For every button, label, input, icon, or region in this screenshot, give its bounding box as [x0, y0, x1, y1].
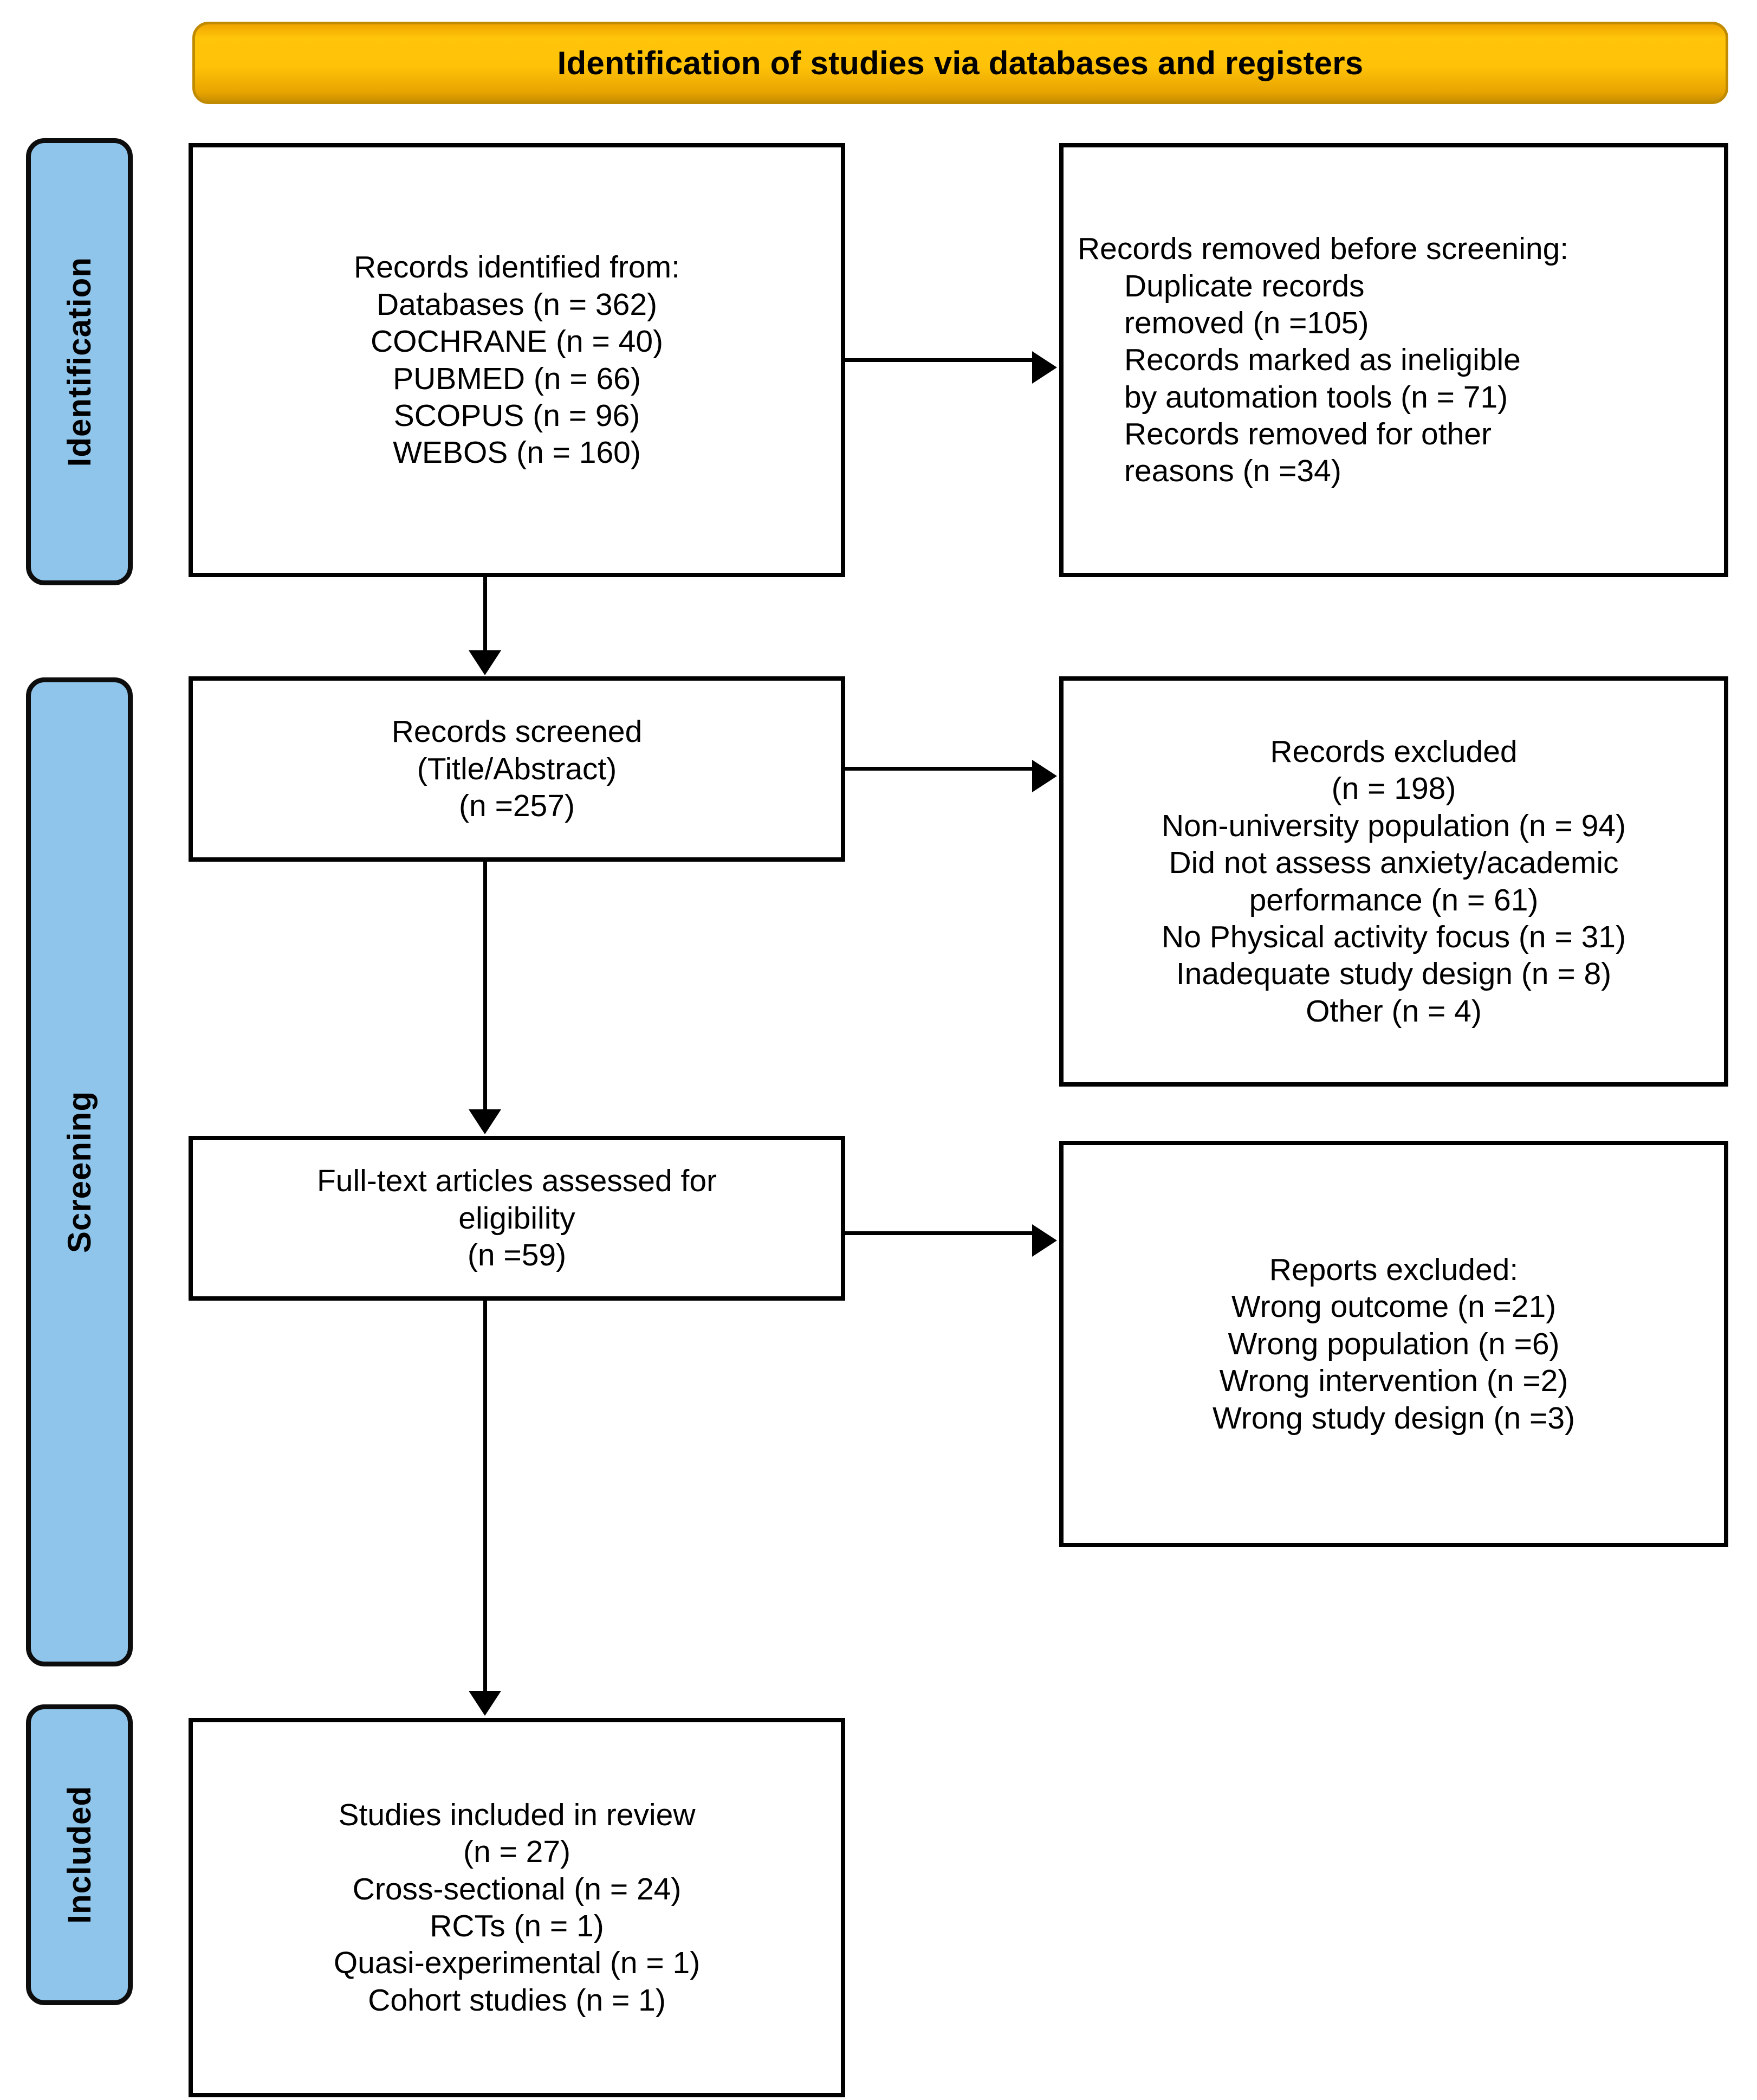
header-banner: Identification of studies via databases …	[192, 22, 1728, 104]
box-line: Other (n = 4)	[1306, 993, 1482, 1029]
box-line: Wrong study design (n =3)	[1212, 1400, 1576, 1436]
box-records-screened: Records screened (Title/Abstract) (n =25…	[189, 676, 845, 862]
box-line: Full-text articles assessed for	[316, 1164, 717, 1199]
arrow-down-icon	[469, 650, 501, 675]
box-line: eligibility	[458, 1200, 575, 1236]
box-line: performance (n = 61)	[1249, 882, 1539, 917]
box-line: Records screened	[391, 714, 643, 749]
arrow-down-icon	[469, 1691, 501, 1716]
box-line: (n =257)	[459, 789, 575, 824]
box-line: (n =59)	[467, 1238, 567, 1273]
connector-identified-to-screened	[483, 577, 487, 653]
box-reports-excluded: Reports excluded: Wrong outcome (n =21) …	[1059, 1141, 1728, 1547]
box-line: Inadequate study design (n = 8)	[1176, 957, 1612, 992]
box-line: COCHRANE (n = 40)	[370, 324, 664, 359]
box-line: reasons (n =34)	[1124, 454, 1341, 489]
stage-label-identification-text: Identification	[61, 256, 98, 467]
box-line: Wrong outcome (n =21)	[1231, 1289, 1557, 1324]
box-line: SCOPUS (n = 96)	[393, 398, 640, 433]
box-line: Quasi-experimental (n = 1)	[333, 1946, 701, 1981]
connector-screened-to-excluded	[845, 767, 1035, 771]
box-line: (n = 27)	[463, 1834, 571, 1870]
page-title: Identification of studies via databases …	[557, 44, 1364, 81]
stage-label-screening-text: Screening	[61, 1090, 98, 1253]
connector-fulltext-to-reports-excluded	[845, 1231, 1035, 1235]
box-line: Non-university population (n = 94)	[1161, 808, 1626, 843]
box-line: WEBOS (n = 160)	[393, 435, 641, 470]
stage-label-included: Included	[26, 1704, 133, 2005]
arrow-right-icon	[1032, 1224, 1057, 1257]
box-line: Cohort studies (n = 1)	[368, 1982, 666, 2018]
box-line: by automation tools (n = 71)	[1124, 379, 1508, 415]
box-line: Records identified from:	[354, 250, 680, 285]
box-line: Records excluded	[1270, 734, 1518, 769]
box-line: (n = 198)	[1331, 771, 1456, 806]
stage-label-identification: Identification	[26, 138, 133, 585]
arrow-right-icon	[1032, 760, 1057, 792]
box-line-part: Records removed	[1078, 231, 1330, 267]
box-line: Records removed before screening:	[1078, 230, 1710, 267]
box-line: No Physical activity focus (n = 31)	[1162, 919, 1626, 954]
box-line: Reports excluded:	[1269, 1252, 1519, 1288]
box-line-part-italic: before screening:	[1330, 231, 1569, 267]
box-line: Cross-sectional (n = 24)	[352, 1871, 682, 1907]
box-line: Wrong population (n =6)	[1228, 1326, 1560, 1361]
stage-label-included-text: Included	[61, 1786, 98, 1924]
connector-fulltext-to-included	[483, 1301, 487, 1694]
box-records-removed-before-screening: Records removed before screening: Duplic…	[1059, 143, 1728, 577]
box-line: PUBMED (n = 66)	[393, 361, 641, 396]
arrow-down-icon	[469, 1109, 501, 1134]
box-records-excluded: Records excluded (n = 198) Non-universit…	[1059, 676, 1728, 1087]
arrow-right-icon	[1032, 351, 1057, 384]
box-fulltext-articles-assessed: Full-text articles assessed for eligibil…	[189, 1136, 845, 1301]
stage-label-screening: Screening	[26, 677, 133, 1666]
connector-screened-to-fulltext	[483, 862, 487, 1112]
box-studies-included-in-review: Studies included in review (n = 27) Cros…	[189, 1718, 845, 2097]
connector-identified-to-removed	[845, 358, 1035, 362]
box-line: Wrong intervention (n =2)	[1219, 1364, 1568, 1399]
box-line: (Title/Abstract)	[417, 751, 617, 786]
box-line: Records removed for other	[1124, 417, 1492, 452]
box-line: Studies included in review	[338, 1797, 696, 1832]
box-line: RCTs (n = 1)	[430, 1909, 604, 1943]
box-line: Duplicate records	[1124, 268, 1365, 303]
box-line: removed (n =105)	[1124, 305, 1369, 340]
box-line: Databases (n = 362)	[376, 287, 658, 322]
box-records-identified: Records identified from: Databases (n = …	[189, 143, 845, 577]
box-line: Records marked as ineligible	[1124, 343, 1521, 378]
box-line: Did not assess anxiety/academic	[1169, 845, 1619, 881]
